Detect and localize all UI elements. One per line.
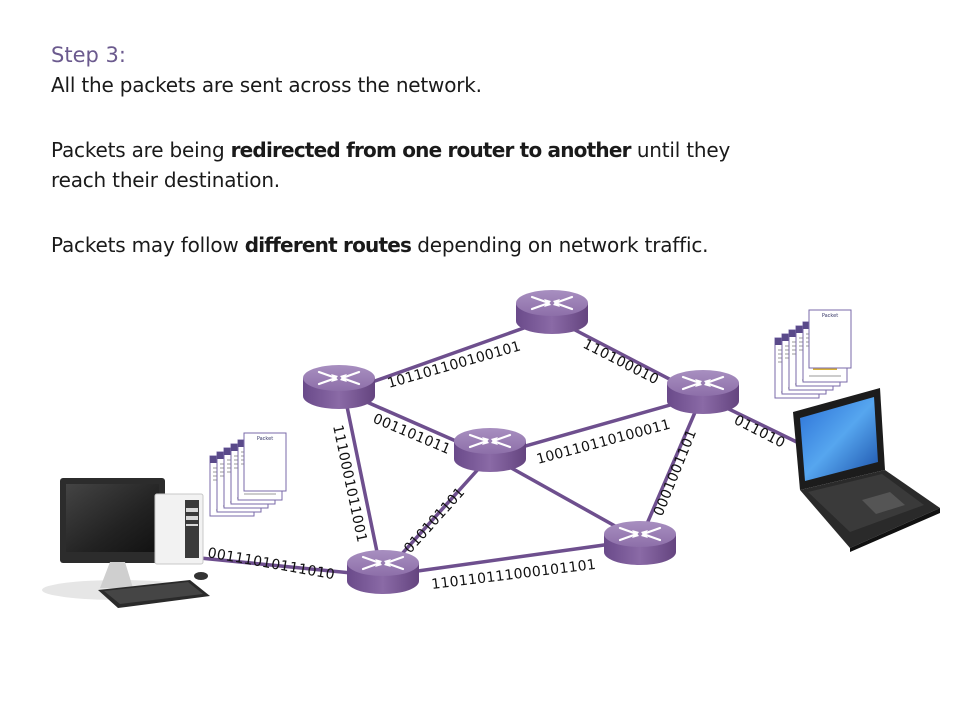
step-title: Step 3: — [51, 43, 126, 67]
link-r5-r6 — [380, 538, 642, 578]
router-icon-right — [665, 368, 741, 416]
text-line-2: Packets are being redirected from one ro… — [51, 138, 731, 162]
bits-r3-r6: 0001001101 — [651, 427, 700, 518]
router-icon-bottom — [345, 548, 421, 596]
bits-pc-r5: 00111010111010 — [206, 545, 336, 583]
desktop-computer-icon — [42, 478, 210, 608]
laptop-icon — [793, 388, 940, 552]
bits-r2-r3: 110100010 — [580, 336, 661, 388]
router-icon-center — [452, 426, 528, 474]
slide-text: Step 3: All the packets are sent across … — [51, 40, 911, 260]
svg-text:Packet: Packet — [822, 313, 838, 319]
emphasis-different-routes: different routes — [244, 233, 412, 257]
routers — [301, 288, 741, 596]
packet-stack-right: Packet — [774, 309, 852, 399]
bits-r5-r6: 110110111000101101 — [431, 557, 597, 593]
network-diagram: 101101100100101 110100010 001101011 1001… — [42, 288, 940, 608]
bits-r1-r2: 101101100100101 — [386, 338, 523, 391]
text-line-3: reach their destination. — [51, 168, 280, 192]
packet-card-front-right: Packet — [808, 309, 852, 369]
text-line-4: Packets may follow different routes depe… — [51, 233, 709, 257]
text-line-1: All the packets are sent across the netw… — [51, 73, 482, 97]
link-r1-r2 — [342, 316, 554, 394]
packet-stack-left: Packet — [209, 432, 287, 517]
packet-card-front-left: Packet — [243, 432, 287, 492]
link-r3-r6 — [638, 394, 704, 542]
bits-r3-laptop: 011010 — [731, 412, 787, 451]
router-icon-lower-right — [602, 519, 678, 567]
bits-r4-r5: 010101101 — [401, 484, 468, 556]
svg-text:Packet: Packet — [257, 436, 273, 442]
link-r1-r5 — [342, 390, 384, 578]
emphasis-redirected: redirected from one router to another — [230, 138, 632, 162]
router-icon-left — [301, 363, 377, 411]
router-icon-top — [514, 288, 590, 336]
